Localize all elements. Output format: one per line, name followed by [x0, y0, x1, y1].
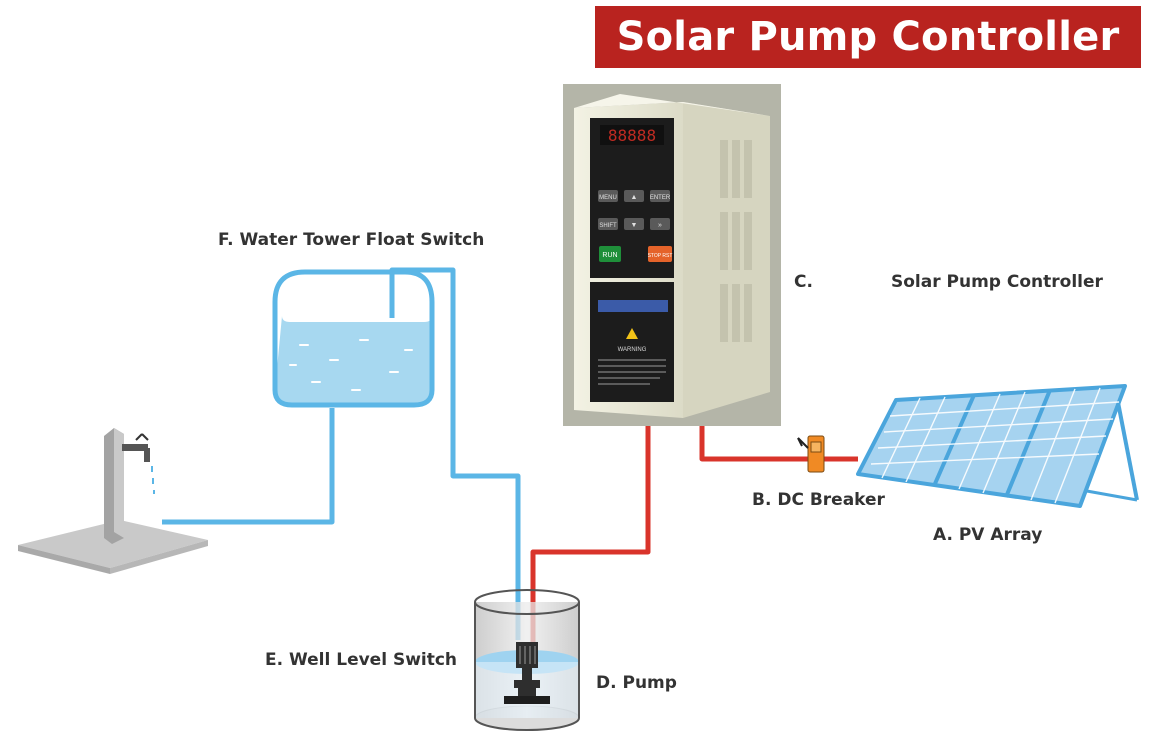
page-title: Solar Pump Controller [616, 14, 1120, 60]
pump-motor [516, 642, 538, 668]
power-wires [530, 426, 858, 642]
well-with-pump [474, 589, 580, 731]
solar-pump-controller-device: 88888 MENU ▲ ENTER SHIFT ▼ » RUN STOP RS… [574, 94, 770, 418]
pv-array-icon [856, 384, 1139, 508]
title-banner: Solar Pump Controller [595, 6, 1141, 68]
down-key-label: ▼ [631, 222, 638, 229]
float-switch-cable [389, 267, 521, 640]
warning-triangle-icon [626, 328, 638, 339]
pv-array-label: A. PV Array [933, 525, 1043, 545]
shift-key-label: SHIFT [599, 223, 617, 229]
water-tap-icon [18, 428, 208, 574]
shift-right-key-label: » [658, 222, 662, 229]
pump-label: D. Pump [596, 673, 677, 693]
dc-breaker-label: B. DC Breaker [752, 490, 885, 510]
stop-key-label: STOP RST [648, 253, 673, 259]
controller-letter-label: C. [794, 272, 813, 292]
controller-name-label: Solar Pump Controller [891, 272, 1103, 292]
water-tower-tank [272, 269, 435, 408]
water-pipes [162, 267, 521, 640]
menu-key-label: MENU [599, 195, 617, 201]
enter-key-label: ENTER [650, 195, 671, 201]
tower-to-tap-pipe [162, 408, 335, 525]
dc-breaker-icon [797, 435, 825, 473]
run-key [599, 246, 621, 262]
up-key-label: ▲ [631, 194, 638, 201]
controller-to-pump-wire [530, 426, 651, 642]
seven-segment-display: 88888 [608, 126, 656, 145]
warning-title: WARNING [618, 347, 647, 353]
well-level-switch-label: E. Well Level Switch [265, 650, 458, 670]
controller-to-breaker-wire [699, 426, 808, 462]
run-key-label: RUN [602, 252, 617, 259]
stop-key [648, 246, 672, 262]
float-switch-label: F. Water Tower Float Switch [218, 230, 485, 250]
